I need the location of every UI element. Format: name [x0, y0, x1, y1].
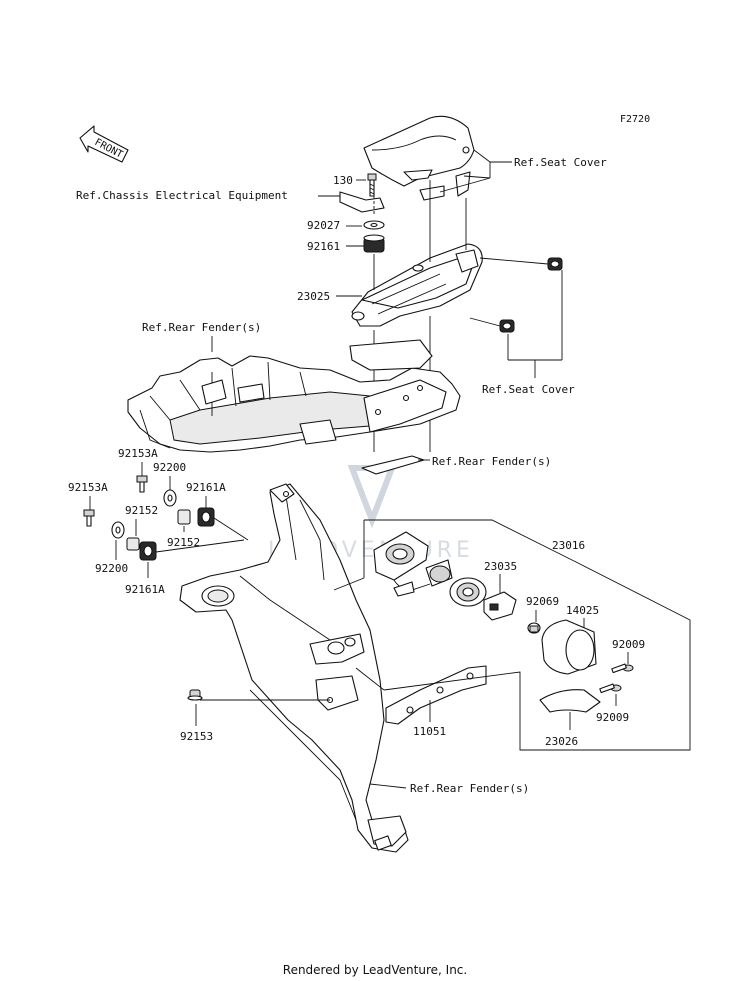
reflector-23026 [539, 689, 601, 713]
rear-fender-lower [179, 483, 409, 853]
license-bracket-11051 [385, 665, 487, 725]
label-14025[interactable]: 14025 [566, 604, 599, 617]
label-ref-rear-fender-2[interactable]: Ref.Rear Fender(s) [432, 455, 551, 468]
label-ref-chassis-electrical[interactable]: Ref.Chassis Electrical Equipment [76, 189, 288, 202]
label-92027[interactable]: 92027 [307, 219, 340, 232]
label-130[interactable]: 130 [333, 174, 353, 187]
label-11051[interactable]: 11051 [413, 725, 446, 738]
bolt-92153 [187, 689, 203, 701]
figure-code: F2720 [620, 114, 650, 125]
bulb [425, 559, 453, 587]
bracket-23025 [351, 243, 483, 327]
lens-14025 [541, 619, 597, 675]
footer-credit: Rendered by LeadVenture, Inc. [282, 963, 468, 977]
label-23016[interactable]: 23016 [552, 539, 585, 552]
label-ref-seat-cover-1[interactable]: Ref.Seat Cover [514, 156, 607, 169]
label-92200-a[interactable]: 92200 [153, 461, 186, 474]
label-92009-b[interactable]: 92009 [596, 711, 629, 724]
label-92152-a[interactable]: 92152 [125, 504, 158, 517]
tail-lamp-assembly-box [363, 519, 691, 751]
label-92161A-a[interactable]: 92161A [186, 481, 226, 494]
label-92153[interactable]: 92153 [180, 730, 213, 743]
label-92200-b[interactable]: 92200 [95, 562, 128, 575]
screw-92009-a [611, 663, 634, 674]
label-92161A-b[interactable]: 92161A [125, 583, 165, 596]
label-92152-b[interactable]: 92152 [167, 536, 200, 549]
front-arrow-icon: FRONT [79, 125, 129, 163]
label-92153A-a[interactable]: 92153A [118, 447, 158, 460]
seat-cover-bracket [363, 115, 475, 201]
grommet-92161A-a [197, 507, 215, 527]
lamp-socket [373, 531, 431, 597]
grommet-92161A-b [139, 541, 157, 561]
label-23025[interactable]: 23025 [297, 290, 330, 303]
label-ref-rear-fender-1[interactable]: Ref.Rear Fender(s) [142, 321, 261, 334]
grommet-92161 [363, 234, 385, 253]
rear-fender-tray [127, 339, 461, 453]
label-92009-a[interactable]: 92009 [612, 638, 645, 651]
bolt-130 [367, 173, 377, 197]
label-ref-seat-cover-2[interactable]: Ref.Seat Cover [482, 383, 575, 396]
lens-ring [449, 577, 487, 607]
label-92153A-b[interactable]: 92153A [68, 481, 108, 494]
screw-92153A-b [83, 509, 95, 527]
grommet-seat-cover-right [499, 257, 563, 333]
collar-92152-b [177, 509, 191, 525]
screw-92009-b [599, 683, 622, 694]
screw-92153A-a [136, 475, 148, 493]
connector-23035 [483, 591, 517, 621]
label-92161-top[interactable]: 92161 [307, 240, 340, 253]
label-23026[interactable]: 23026 [545, 735, 578, 748]
label-ref-rear-fender-3[interactable]: Ref.Rear Fender(s) [410, 782, 529, 795]
collar-92152-a [126, 537, 140, 551]
label-23035[interactable]: 23035 [484, 560, 517, 573]
label-92069[interactable]: 92069 [526, 595, 559, 608]
bulb-92069 [527, 622, 541, 634]
